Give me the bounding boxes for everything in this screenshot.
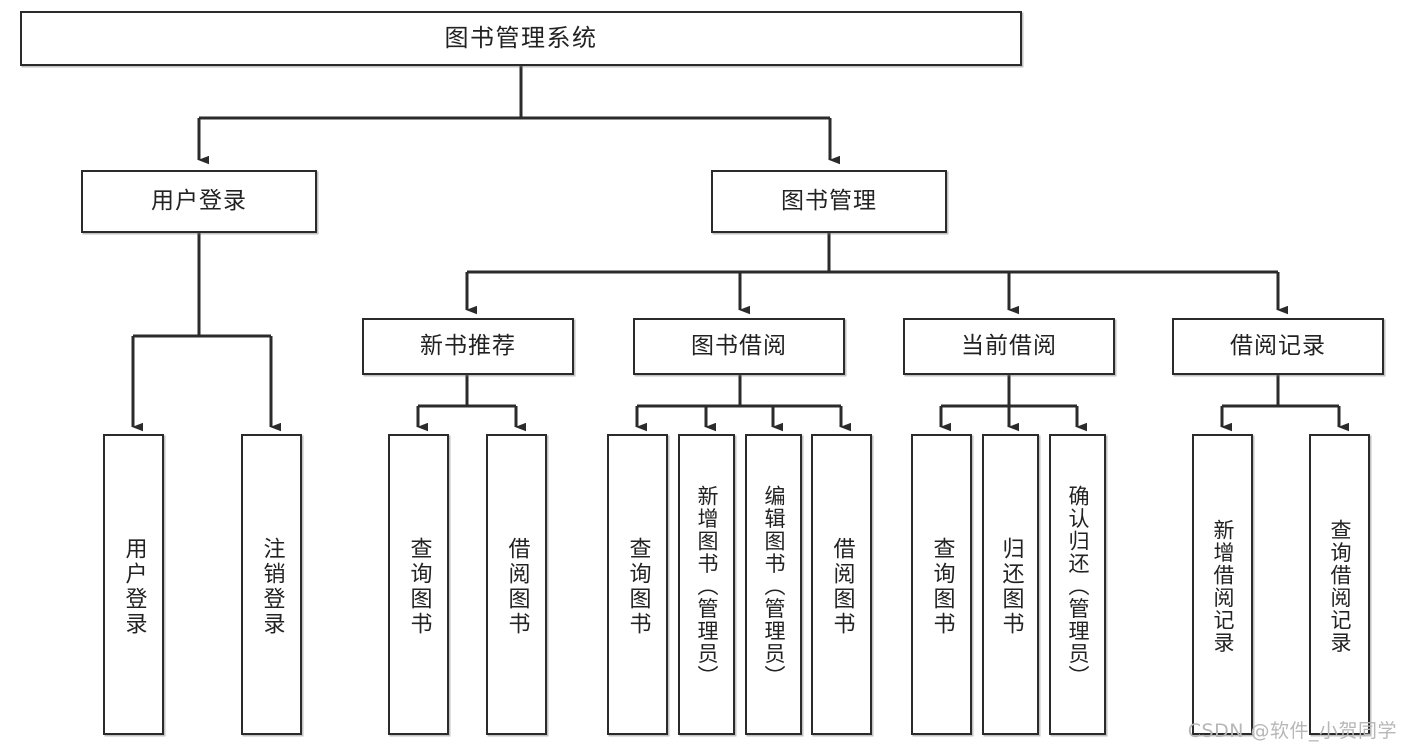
node-label: 图书管理 xyxy=(781,187,877,214)
leaf-query-borrow-record[interactable]: 查询借阅记录 xyxy=(1309,434,1370,735)
leaf-query-book-recommend[interactable]: 查询图书 xyxy=(388,434,449,735)
leaf-query-book-borrow[interactable]: 查询图书 xyxy=(607,434,668,735)
node-label: 新增图书（管理员） xyxy=(695,485,719,688)
node-label: 编辑图书（管理员） xyxy=(762,485,786,688)
node-label: 查询借阅记录 xyxy=(1328,519,1352,654)
node-label: 确认归还（管理员） xyxy=(1066,485,1090,688)
leaf-borrow-book-recommend[interactable]: 借阅图书 xyxy=(486,434,547,735)
node-label: 借阅图书 xyxy=(504,536,530,637)
node-root-system[interactable]: 图书管理系统 xyxy=(20,11,1022,66)
node-label: 用户登录 xyxy=(121,536,147,637)
node-label: 查询图书 xyxy=(406,536,432,637)
leaf-add-book-admin[interactable]: 新增图书（管理员） xyxy=(678,434,735,735)
node-current-borrow[interactable]: 当前借阅 xyxy=(903,318,1115,375)
node-user-login[interactable]: 用户登录 xyxy=(81,170,317,233)
leaf-edit-book-admin[interactable]: 编辑图书（管理员） xyxy=(745,434,802,735)
leaf-query-book-current[interactable]: 查询图书 xyxy=(911,434,972,735)
leaf-return-book[interactable]: 归还图书 xyxy=(982,434,1039,735)
node-label: 查询图书 xyxy=(625,536,651,637)
node-label: 用户登录 xyxy=(151,187,247,214)
node-label: 新书推荐 xyxy=(420,332,516,359)
leaf-user-login[interactable]: 用户登录 xyxy=(103,434,164,735)
node-label: 当前借阅 xyxy=(961,332,1057,359)
node-new-book-recommend[interactable]: 新书推荐 xyxy=(362,318,574,375)
leaf-add-borrow-record[interactable]: 新增借阅记录 xyxy=(1192,434,1253,735)
leaf-logout[interactable]: 注销登录 xyxy=(241,434,302,735)
node-label: 查询图书 xyxy=(929,536,955,637)
node-label: 借阅图书 xyxy=(829,536,855,637)
node-label: 新增借阅记录 xyxy=(1211,519,1235,654)
node-label: 图书管理系统 xyxy=(444,24,598,53)
node-label: 图书借阅 xyxy=(691,332,787,359)
node-label: 借阅记录 xyxy=(1230,332,1326,359)
node-book-management[interactable]: 图书管理 xyxy=(711,170,947,233)
node-label: 注销登录 xyxy=(259,536,285,637)
leaf-borrow-book[interactable]: 借阅图书 xyxy=(811,434,872,735)
node-book-borrow[interactable]: 图书借阅 xyxy=(633,318,845,375)
node-borrow-record[interactable]: 借阅记录 xyxy=(1172,318,1384,375)
node-label: 归还图书 xyxy=(998,536,1024,637)
leaf-confirm-return-admin[interactable]: 确认归还（管理员） xyxy=(1049,434,1106,735)
